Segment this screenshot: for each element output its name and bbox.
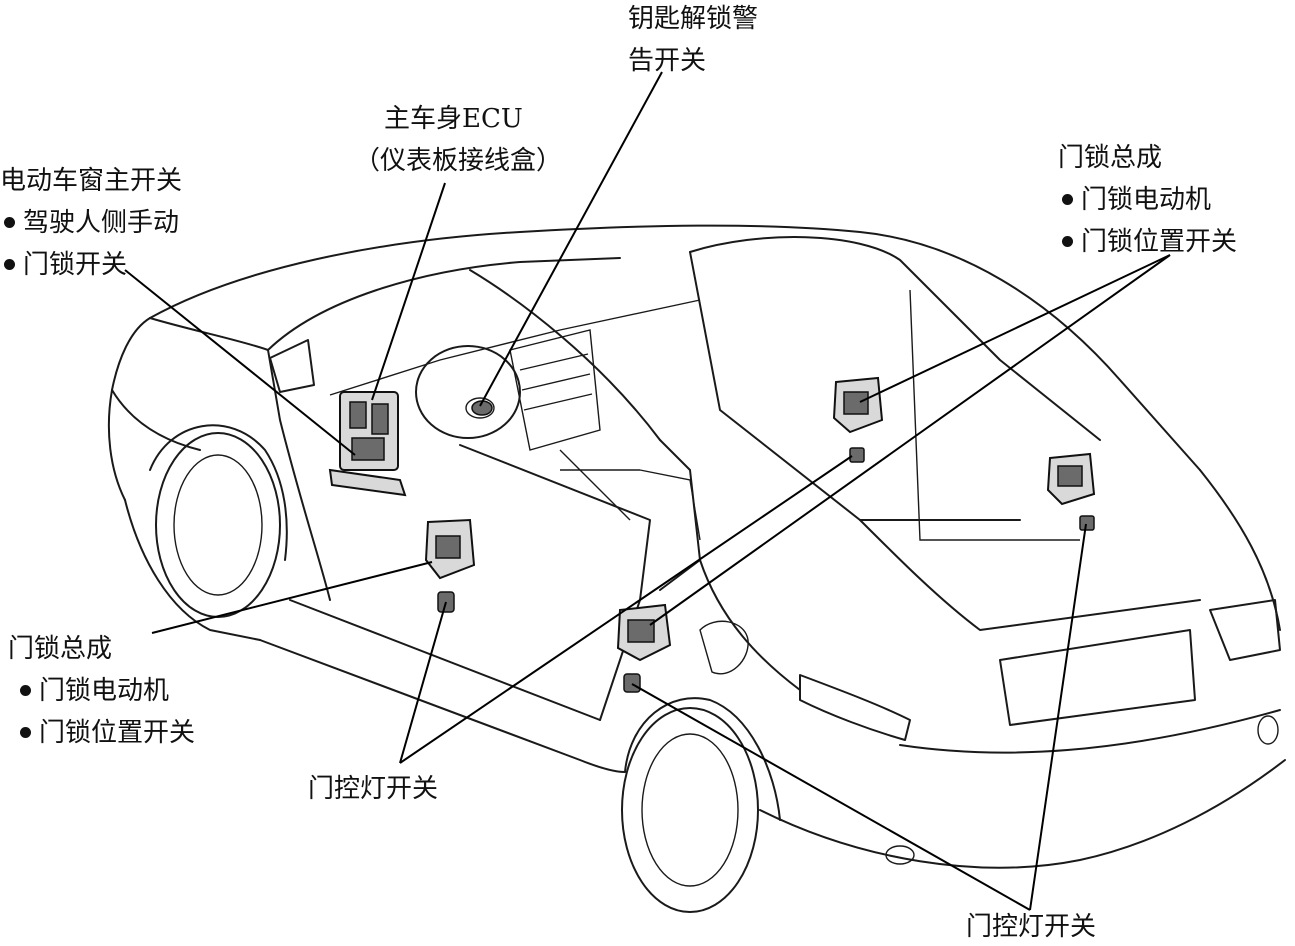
bullet-icon <box>20 685 31 696</box>
power-window-master-switch-label: 电动车窗主开关 驾驶人侧手动 门锁开关 <box>0 160 182 286</box>
main-ecu-line-2: （仪表板接线盒） <box>354 146 563 176</box>
door-lock-assembly-right-label: 门锁总成 门锁电动机 门锁位置开关 <box>1058 137 1237 263</box>
key-warning-line-2: 告开关 <box>628 46 707 76</box>
bullet-icon <box>1062 194 1073 205</box>
door-lock-right-item-1: 门锁电动机 <box>1058 179 1237 221</box>
window-switch-item-2: 门锁开关 <box>0 244 182 286</box>
main-body-ecu-label: 主车身ECU （仪表板接线盒） <box>354 98 562 182</box>
window-switch-title: 电动车窗主开关 <box>0 166 183 196</box>
door-lock-right-item-2: 门锁位置开关 <box>1058 221 1237 263</box>
car-body <box>107 224 1286 913</box>
courtesy-light-switch-front-label: 门控灯开关 <box>308 774 439 804</box>
component-parts <box>328 376 1096 693</box>
main-ecu-line-1: 主车身ECU <box>384 104 523 134</box>
bullet-icon <box>4 217 15 228</box>
door-lock-assembly-left-label: 门锁总成 门锁电动机 门锁位置开关 <box>8 628 195 754</box>
key-warning-switch-label: 钥匙解锁警 告开关 <box>628 0 758 82</box>
bullet-icon <box>4 259 15 270</box>
door-lock-left-title: 门锁总成 <box>8 634 113 664</box>
door-lock-right-title: 门锁总成 <box>1058 143 1163 173</box>
window-switch-item-1: 驾驶人侧手动 <box>0 202 182 244</box>
door-lock-left-item-2: 门锁位置开关 <box>8 712 195 754</box>
door-lock-left-item-1: 门锁电动机 <box>8 670 195 712</box>
key-warning-line-1: 钥匙解锁警 <box>628 4 759 34</box>
bullet-icon <box>20 727 31 738</box>
courtesy-light-switch-rear-label: 门控灯开关 <box>966 912 1097 942</box>
bullet-icon <box>1062 236 1073 247</box>
leader-lines <box>124 71 1171 911</box>
